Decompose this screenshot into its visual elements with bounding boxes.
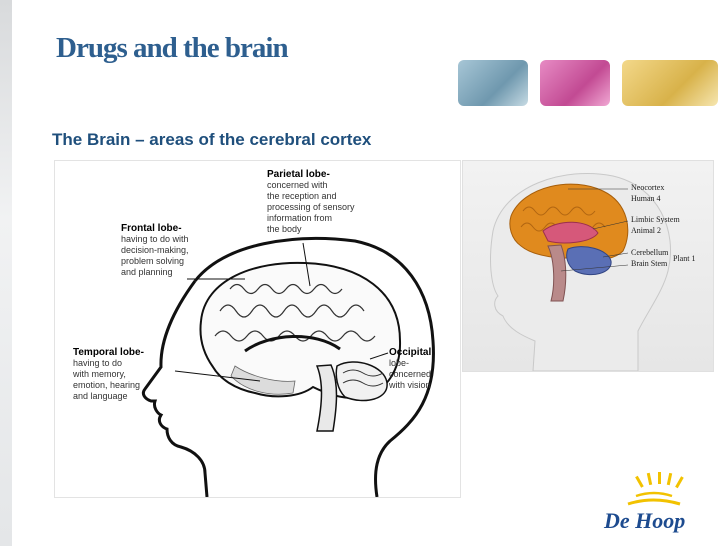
frontal-lobe-label: Frontal lobe- having to do with decision… xyxy=(121,223,189,278)
frontal-line: problem solving xyxy=(121,256,185,266)
parietal-lobe-title: Parietal lobe- xyxy=(267,169,330,180)
animal-label: Animal 2 xyxy=(631,226,661,235)
occipital-line: lobe- xyxy=(389,358,410,368)
brain-illustration xyxy=(490,172,672,371)
parietal-line: processing of sensory xyxy=(267,202,355,212)
temporal-line: with memory, xyxy=(73,369,126,379)
header-photo-pink xyxy=(540,60,610,106)
temporal-lobe-title: Temporal lobe- xyxy=(73,347,144,358)
occipital-line: with vision xyxy=(389,380,431,390)
temporal-lobe-label: Temporal lobe- having to do with memory,… xyxy=(73,347,144,402)
parietal-line: information from xyxy=(267,213,333,223)
slide-title: Drugs and the brain xyxy=(56,32,289,64)
brain-stem-label: Brain Stem xyxy=(631,259,668,268)
background-strip xyxy=(0,0,12,546)
parietal-line: the body xyxy=(267,224,302,234)
frontal-line: having to do with xyxy=(121,234,189,244)
head-outline-drawing xyxy=(141,236,435,497)
limbic-system-label: Limbic System xyxy=(631,215,680,224)
temporal-line: having to do xyxy=(73,358,123,368)
sunburst-icon xyxy=(627,472,684,506)
parietal-line: the reception and xyxy=(267,191,337,201)
temporal-line: and language xyxy=(73,391,128,401)
neocortex-label: Neocortex xyxy=(631,183,665,192)
logo-wordmark: De Hoop xyxy=(604,508,686,533)
brain-photo: Neocortex Human 4 Limbic System Animal 2… xyxy=(462,160,714,372)
cerebellum-label: Cerebellum xyxy=(631,248,669,257)
frontal-line: and planning xyxy=(121,267,173,277)
human-label: Human 4 xyxy=(631,194,661,203)
parietal-lobe-label: Parietal lobe- concerned with the recept… xyxy=(267,169,355,235)
brain-lobes-diagram: Parietal lobe- concerned with the recept… xyxy=(54,160,461,498)
occipital-lobe-label: Occipital lobe- concerned with vision xyxy=(389,347,431,391)
occipital-lobe-title: Occipital xyxy=(389,347,432,358)
header-photo-blue xyxy=(458,60,528,106)
de-hoop-logo: De Hoop xyxy=(598,470,718,533)
slide-subtitle: The Brain – areas of the cerebral cortex xyxy=(52,130,372,149)
header-photo-yellow xyxy=(622,60,718,106)
parietal-line: concerned with xyxy=(267,180,328,190)
frontal-lobe-title: Frontal lobe- xyxy=(121,223,182,234)
header-photos xyxy=(458,60,718,106)
plant-label: Plant 1 xyxy=(673,254,696,263)
temporal-line: emotion, hearing xyxy=(73,380,141,390)
frontal-line: decision-making, xyxy=(121,245,189,255)
occipital-line: concerned xyxy=(389,369,432,379)
